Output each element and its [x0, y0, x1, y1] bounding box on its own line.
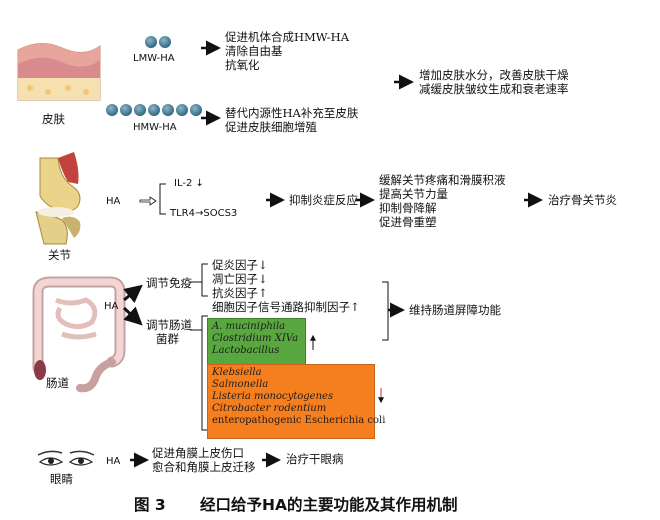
- immune-factor: 凋亡因子↓: [212, 272, 268, 286]
- joint-illustration-icon: [35, 152, 81, 245]
- hmw-ha-molecule-icon: [106, 104, 202, 116]
- lmw-ha-label: LMW-HA: [133, 53, 175, 64]
- inhibit-inflammation: 抑制炎症反应: [289, 193, 358, 207]
- bacteria-name: Clostridium XIVa: [212, 333, 299, 344]
- intestine-illustration-icon: [32, 276, 126, 393]
- il2-label: IL-2 ↓: [174, 178, 204, 189]
- bacteria-name: A. muciniphila: [212, 321, 286, 332]
- immune-factor: 细胞因子信号通路抑制因子↑: [212, 300, 360, 314]
- joint-effect: 缓解关节疼痛和滑膜积液: [379, 173, 506, 187]
- eye-outcome: 治疗干眼病: [286, 452, 344, 466]
- joint-effect: 提高关节力量: [379, 187, 448, 201]
- immune-factor: 抗炎因子↑: [212, 286, 268, 300]
- bacteria-name: Lactobacillus: [212, 345, 280, 356]
- immune-factor: 促炎因子↓: [212, 258, 268, 272]
- lmw-effect: 清除自由基: [225, 44, 283, 58]
- eye-effect: 愈合和角膜上皮迁移: [152, 460, 256, 474]
- skin-illustration-icon: [17, 43, 101, 101]
- hollow-arrow: [139, 196, 157, 206]
- joint-effects: 缓解关节疼痛和滑膜积液 提高关节力量 抑制骨降解 促进骨重塑: [379, 173, 506, 229]
- joint-effect: 抑制骨降解: [379, 201, 437, 215]
- beneficial-bacteria-box: A. muciniphila Clostridium XIVa Lactobac…: [207, 318, 306, 365]
- skin-outcome: 增加皮肤水分，改善皮肤干燥 减缓皮肤皱纹生成和衰老速率: [419, 68, 569, 96]
- skin-outcome-line: 增加皮肤水分，改善皮肤干燥: [419, 68, 569, 82]
- harmful-bacteria-box: Klebsiella Salmonella Listeria monocytog…: [207, 364, 386, 439]
- joint-outcome: 治疗骨关节炎: [548, 193, 617, 207]
- gut-ha-label: HA: [104, 301, 119, 312]
- eye-label: 眼睛: [50, 472, 73, 486]
- joint-ha-label: HA: [106, 196, 121, 207]
- hmw-ha-label: HMW-HA: [133, 122, 177, 133]
- skin-outcome-line: 减缓皮肤皱纹生成和衰老速率: [419, 82, 569, 96]
- figure-title: 经口给予HA的主要功能及其作用机制: [200, 496, 458, 514]
- gut-label: 肠道: [46, 376, 69, 390]
- lmw-ha-molecule-icon: [145, 36, 171, 48]
- bacteria-name: Klebsiella: [212, 367, 262, 378]
- tlr4-socs3-label: TLR4→SOCS3: [170, 208, 238, 219]
- bacteria-name: Listeria monocytogenes: [212, 391, 334, 402]
- joint-effect: 促进骨重塑: [379, 215, 437, 229]
- immune-factors: 促炎因子↓ 凋亡因子↓ 抗炎因子↑ 细胞因子信号通路抑制因子↑: [212, 258, 360, 314]
- regulate-immunity: 调节免疫: [146, 276, 192, 290]
- hmw-effect: 替代内源性HA补充至皮肤: [225, 106, 359, 120]
- lmw-effects: 促进机体合成HMW-HA 清除自由基 抗氧化: [225, 30, 349, 72]
- regulate-flora: 调节肠道 菌群: [146, 318, 192, 346]
- figure-number: 图 3: [134, 496, 166, 514]
- bacteria-name: Salmonella: [212, 379, 269, 390]
- hmw-effects: 替代内源性HA补充至皮肤 促进皮肤细胞增殖: [225, 106, 358, 134]
- eye-effect: 促进角膜上皮伤口: [152, 446, 244, 460]
- skin-label: 皮肤: [42, 112, 65, 126]
- eyes-illustration-icon: [37, 450, 95, 466]
- hmw-effect: 促进皮肤细胞增殖: [225, 120, 317, 134]
- gut-outcome: 维持肠道屏障功能: [409, 303, 501, 317]
- regulate-flora-line: 菌群: [156, 332, 179, 346]
- joint-label: 关节: [48, 248, 71, 262]
- bacteria-name: Citrobacter rodentium: [212, 403, 327, 414]
- eye-ha-label: HA: [106, 456, 121, 467]
- lmw-effect: 抗氧化: [225, 58, 260, 72]
- bacteria-name: enteropathogenic Escherichia coli: [212, 415, 386, 426]
- lmw-effect: 促进机体合成HMW-HA: [225, 30, 350, 44]
- eye-effects: 促进角膜上皮伤口 愈合和角膜上皮迁移: [152, 446, 256, 474]
- joint-bracket: [159, 183, 166, 215]
- regulate-flora-line: 调节肠道: [146, 318, 192, 332]
